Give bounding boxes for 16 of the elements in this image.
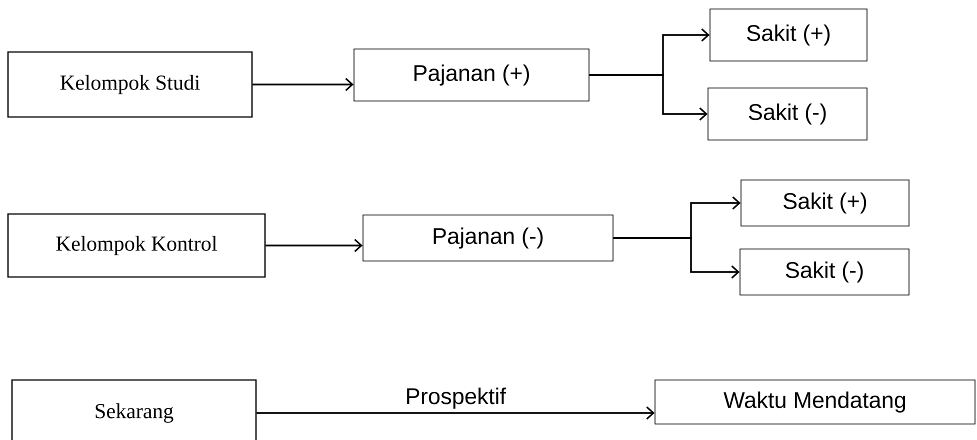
text-box: Sakit (+): [710, 8, 868, 62]
text-box: Sakit (+): [740, 180, 910, 226]
text-box: Kelompok Kontrol: [7, 213, 266, 278]
text-box: Waktu Mendatang: [654, 380, 976, 424]
text-box: Pajanan (-): [362, 214, 614, 262]
text-box: Sakit (-): [708, 88, 868, 140]
edge-label: Prospektif: [404, 386, 508, 410]
arrow: [266, 238, 363, 252]
arrow: [589, 74, 708, 121]
arrow: [613, 237, 740, 279]
text-box: Pajanan (+): [354, 48, 590, 102]
text-box: Sekarang: [11, 379, 257, 440]
arrow: [252, 78, 354, 92]
text-box: Sakit (-): [740, 248, 910, 296]
arrow: [256, 406, 655, 420]
text-box: Kelompok Studi: [7, 51, 253, 118]
